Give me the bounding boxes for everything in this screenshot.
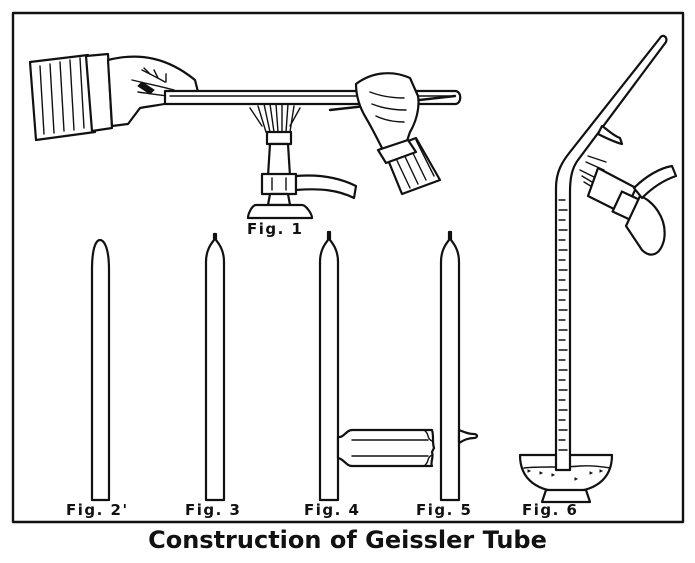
fig5-tube: [439, 230, 479, 502]
fig1-illustration: [28, 52, 462, 220]
fig5-label: Fig. 5: [416, 501, 473, 519]
fig2-label: Fig. 2': [66, 501, 129, 519]
diagram-frame: [11, 11, 685, 524]
figure-caption: Construction of Geissler Tube: [148, 526, 547, 554]
fig3-label: Fig. 3: [185, 501, 242, 519]
fig6-illustration: [518, 34, 678, 504]
fig3-tube: [204, 232, 226, 502]
fig2-tube: [90, 238, 111, 502]
fig4-tube: [318, 230, 436, 502]
right-hand: [328, 72, 457, 196]
fig1-flame: [249, 103, 301, 133]
fig4-label: Fig. 4: [304, 501, 361, 519]
fig1-label: Fig. 1: [247, 220, 304, 238]
fig1-bunsen-burner: [246, 130, 358, 220]
fig6-label: Fig. 6: [522, 501, 579, 519]
